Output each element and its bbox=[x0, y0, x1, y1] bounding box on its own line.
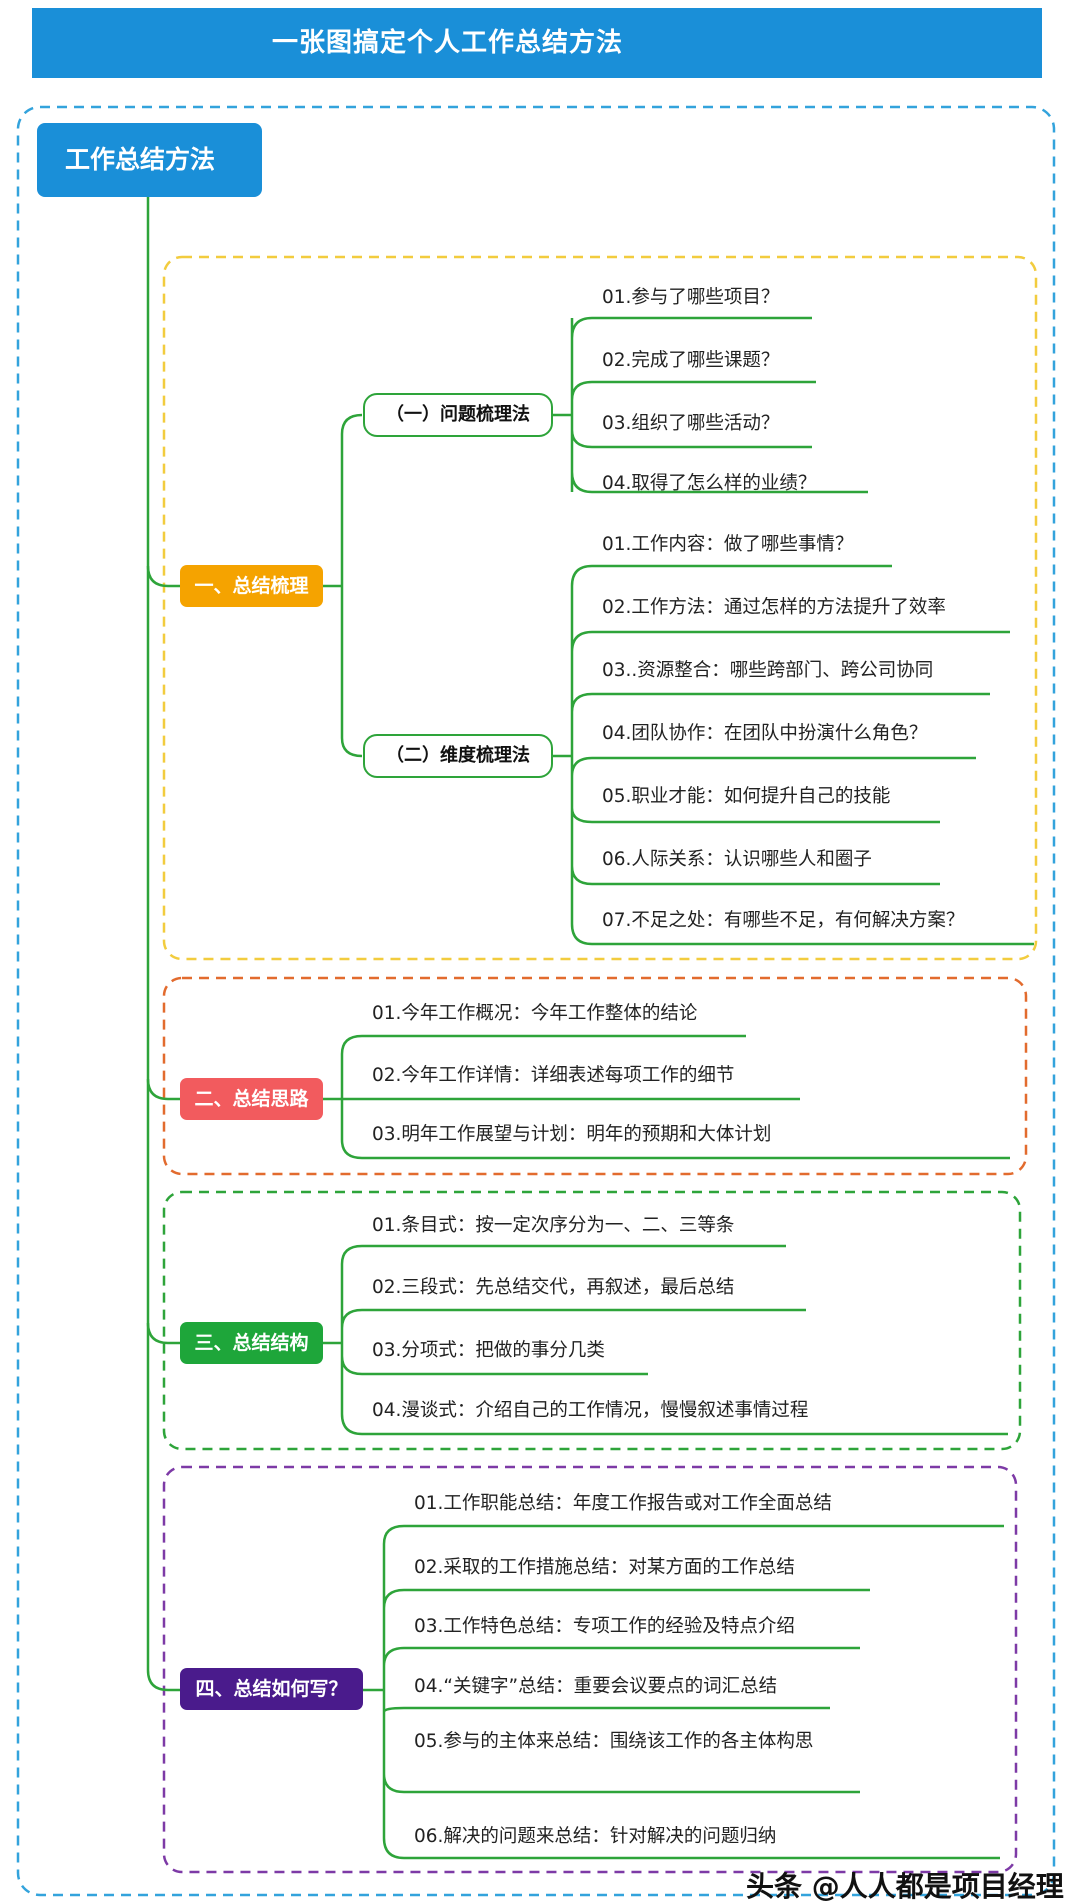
leaf-item: 04.团队协作：在团队中扮演什么角色？ bbox=[602, 723, 928, 744]
branch-node-summary-approach: 二、总结思路 bbox=[180, 1078, 323, 1120]
link-root-b3 bbox=[146, 1322, 180, 1345]
link-b3-leaves bbox=[323, 1244, 1008, 1436]
link-root-b2 bbox=[146, 1078, 180, 1101]
frame-section-4 bbox=[162, 1465, 1018, 1874]
page-title: 一张图搞定个人工作总结方法 bbox=[272, 28, 624, 58]
trunk-line bbox=[146, 197, 180, 1692]
leaf-item: 02.采取的工作措施总结：对某方面的工作总结 bbox=[414, 1557, 795, 1578]
leaf-item: 02.三段式：先总结交代，再叙述，最后总结 bbox=[372, 1277, 735, 1298]
branch-node-how-to-write: 四、总结如何写？ bbox=[180, 1668, 363, 1710]
subnode-problem-sorting: （一）问题梳理法 bbox=[363, 393, 553, 437]
leaf-item: 07.不足之处：有哪些不足，有何解决方案？ bbox=[602, 910, 965, 931]
leaf-item: 06.解决的问题来总结：针对解决的问题归纳 bbox=[414, 1826, 777, 1847]
subnode-dimension-sorting: （二）维度梳理法 bbox=[363, 734, 553, 778]
frame-section-1 bbox=[162, 255, 1038, 961]
branch-node-summary-structure: 三、总结结构 bbox=[180, 1322, 323, 1364]
watermark: 头条 @人人都是项目经理 bbox=[746, 1870, 1064, 1901]
leaf-item: 04.“关键字”总结：重要会议要点的词汇总结 bbox=[414, 1676, 778, 1697]
leaf-item: 04.漫谈式：介绍自己的工作情况，慢慢叙述事情过程 bbox=[372, 1400, 809, 1421]
leaf-item: 03.组织了哪些活动？ bbox=[602, 413, 780, 434]
link-s1-leaves bbox=[553, 316, 868, 494]
leaf-item: 02.今年工作详情：详细表述每项工作的细节 bbox=[372, 1065, 735, 1086]
leaf-item: 01.条目式：按一定次序分为一、二、三等条 bbox=[372, 1215, 735, 1236]
root-node: 工作总结方法 bbox=[37, 123, 262, 197]
frame-section-3 bbox=[162, 1190, 1022, 1451]
branch-node-summary-sorting: 一、总结梳理 bbox=[180, 565, 323, 607]
frame-section-2 bbox=[162, 976, 1028, 1176]
title-banner: 一张图搞定个人工作总结方法 bbox=[32, 8, 1042, 78]
leaf-item: 01.工作职能总结：年度工作报告或对工作全面总结 bbox=[414, 1493, 832, 1514]
outer-frame bbox=[16, 105, 1056, 1897]
link-b1-subs bbox=[323, 413, 363, 758]
leaf-item: 01.今年工作概况：今年工作整体的结论 bbox=[372, 1003, 698, 1024]
link-b4-leaves bbox=[363, 1524, 1004, 1860]
leaf-item: 02.工作方法：通过怎样的方法提升了效率 bbox=[602, 597, 946, 618]
link-root-b1 bbox=[146, 565, 180, 588]
leaf-item: 05.参与的主体来总结：围绕该工作的各主体构思 bbox=[414, 1731, 814, 1752]
leaf-item: 03..资源整合：哪些跨部门、跨公司协同 bbox=[602, 660, 934, 681]
leaf-item: 03.明年工作展望与计划：明年的预期和大体计划 bbox=[372, 1124, 772, 1145]
leaf-item: 02.完成了哪些课题？ bbox=[602, 350, 780, 371]
leaf-item: 04.取得了怎么样的业绩？ bbox=[602, 473, 817, 494]
leaf-item: 01.参与了哪些项目？ bbox=[602, 287, 780, 308]
leaf-item: 01.工作内容：做了哪些事情？ bbox=[602, 534, 854, 555]
link-s2-leaves bbox=[553, 564, 1034, 946]
leaf-item: 05.职业才能：如何提升自己的技能 bbox=[602, 786, 891, 807]
leaf-item: 03.分项式：把做的事分几类 bbox=[372, 1340, 605, 1361]
link-b2-leaves bbox=[323, 1034, 1010, 1160]
leaf-item: 06.人际关系：认识哪些人和圈子 bbox=[602, 849, 872, 870]
leaf-item: 03.工作特色总结：专项工作的经验及特点介绍 bbox=[414, 1616, 795, 1637]
